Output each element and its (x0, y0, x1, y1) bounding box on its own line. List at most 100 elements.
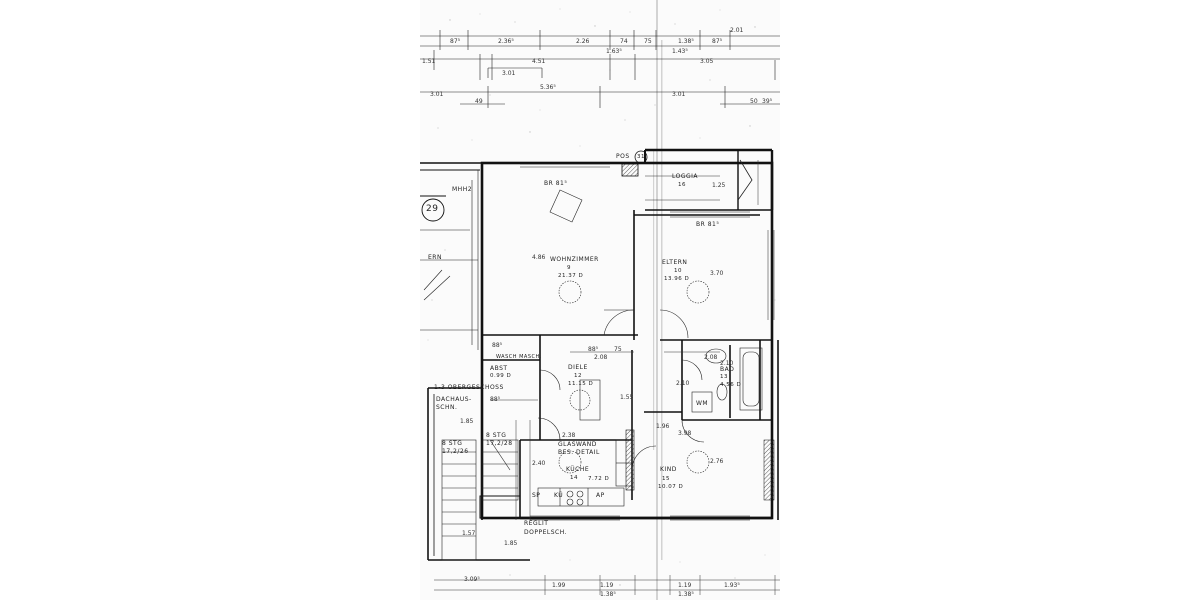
dim-top-3: 2.26 (576, 38, 590, 45)
ern-label: ERN (428, 254, 442, 261)
dim-row2-3: 1.63⁵ (606, 48, 622, 55)
pos-number: 31 (637, 154, 645, 160)
floor-label: 1-3 OBERGESCHOSS (434, 384, 504, 391)
dim-bottom-5: 1.93⁵ (724, 582, 740, 589)
dim-inner-11: 3.70 (710, 270, 724, 277)
dim-row4-1: 49 (475, 98, 483, 105)
dim-top-4: 74 (620, 38, 628, 45)
windows (520, 163, 775, 521)
dim-row2-4: 1.43⁵ (672, 48, 688, 55)
dim-top-small-2: 3.01 (502, 70, 516, 77)
dim-bottom-row2-1: 1.38⁵ (600, 591, 616, 598)
stair-left-ratio: 17,2/26 (442, 448, 469, 455)
floor-plan-sheet: 87⁵ 2.36⁵ 2.26 74 75 1.38⁵ 87⁵ 2.01 1.51… (420, 0, 780, 600)
dim-inner-6: 1.55 (620, 394, 634, 401)
dim-top-7: 87⁵ (712, 38, 723, 45)
room-kueche-label: KÜCHE (566, 466, 590, 473)
stair-left-label: 8 STG (442, 440, 463, 447)
dim-row3-2: 5.36⁵ (540, 84, 556, 91)
dim-bottom-3: 1.19 (600, 582, 614, 589)
interior-walls (481, 210, 772, 520)
stair-right-ratio: 17,2/28 (486, 440, 513, 447)
counter-ap-label: AP (596, 492, 605, 499)
dim-bottom-1: 3.09⁵ (464, 576, 480, 583)
dim-row4-2: 50 (750, 98, 758, 105)
dim-inner-9: 1.57 (462, 530, 476, 537)
dim-bottom-2: 1.99 (552, 582, 566, 589)
room-wohnzimmer-area: 21.37 D (558, 273, 584, 279)
room-bad-number: 13 (720, 374, 728, 380)
br-wohn-label: BR 81⁵ (544, 180, 568, 187)
fixtures (537, 159, 763, 507)
dim-bottom-row2-2: 1.38⁵ (678, 591, 694, 598)
room-loggia-number: 16 (678, 182, 686, 188)
dim-inner-13: 2.76 (710, 458, 724, 465)
dim-inner-3: 2.08 (594, 354, 608, 361)
room-eltern-label: ELTERN (662, 259, 688, 266)
room-bad-label: BAD (720, 366, 735, 373)
room-loggia-label: LOGGIA (672, 173, 699, 180)
dim-inner-19: 88⁵ (492, 342, 503, 349)
staircases (420, 170, 519, 561)
schn-label: SCHN. (436, 404, 458, 411)
dim-top-6: 1.38⁵ (678, 38, 694, 45)
room-wohnzimmer-label: WOHNZIMMER (550, 256, 599, 263)
dim-inner-12: 4.86 (532, 254, 546, 261)
counter-sp-label: SP (532, 492, 541, 499)
pos-marker (634, 150, 648, 164)
dim-inner-14: 2.40 (532, 460, 546, 467)
dim-inner-5: 88⁵ (490, 396, 501, 403)
room-kueche-number: 14 (570, 475, 578, 481)
dim-row3-3: 3.01 (672, 91, 686, 98)
dim-top-2: 2.36⁵ (498, 38, 514, 45)
reglit-label: REGLIT (524, 520, 549, 527)
room-kueche-area: 7.72 D (588, 476, 610, 482)
dim-row2-1: 1.51 (422, 58, 436, 65)
dim-inner-16: 2.10 (720, 360, 734, 367)
dim-inner-15: 1.25 (712, 182, 726, 189)
room-wohnzimmer-number: 9 (567, 265, 571, 271)
room-eltern-number: 10 (674, 268, 682, 274)
axis-marker (420, 195, 446, 222)
room-diele-number: 12 (574, 373, 582, 379)
dim-inner-10: 1.85 (504, 540, 518, 547)
floor-plan-drawing (420, 0, 780, 600)
dim-top-1: 87⁵ (450, 38, 461, 45)
inner-dimension-ticks (434, 160, 780, 595)
glaswand-label: GLASWAND (558, 441, 597, 448)
dim-row2-5: 3.05 (700, 58, 714, 65)
mhh-label: MHH2 (452, 186, 473, 193)
room-bad-area: 4.56 D (720, 382, 742, 388)
dim-inner-7: 2.38 (562, 432, 576, 439)
room-diele-label: DIELE (568, 364, 588, 371)
axis-marker-number: 29 (426, 204, 439, 214)
room-abstell-label: ABST (490, 365, 508, 372)
dim-inner-8: 1.85 (460, 418, 474, 425)
dim-inner-17: 2.10 (676, 380, 690, 387)
top-dimension-chains (420, 30, 780, 108)
dim-bottom-4: 1.19 (678, 582, 692, 589)
counter-ku-label: KÜ (554, 492, 564, 499)
dim-inner-1: 88⁵ (588, 346, 599, 353)
room-kind-area: 10.07 D (658, 484, 684, 490)
scan-noise (427, 8, 776, 586)
dachaus-label: DACHAUS- (436, 396, 472, 403)
dim-top-5: 75 (644, 38, 652, 45)
room-eltern-area: 13.96 D (664, 276, 690, 282)
pos-label: POS (616, 153, 630, 160)
washing-machine-label: WASCH MASCH. (496, 354, 542, 360)
bes-detail-label: BES. DETAIL (558, 449, 600, 456)
wall-hatch (479, 163, 775, 519)
dim-top-small-1: 2.01 (730, 27, 744, 34)
dim-inner-4: 2.08 (704, 354, 718, 361)
room-diele-area: 11.15 D (568, 381, 594, 387)
room-abstell-area: 0.99 D (490, 373, 512, 379)
room-kind-label: KIND (660, 466, 677, 473)
stair-right-label: 8 STG (486, 432, 507, 439)
dim-row2-2: 4.51 (532, 58, 546, 65)
dim-row4-3: 39⁵ (762, 98, 773, 105)
dim-inner-18: 3.98 (678, 430, 692, 437)
fold-stripe (653, 0, 663, 600)
doppelsch-label: DOPPELSCH. (524, 529, 568, 536)
br-eltern-label: BR 81⁵ (696, 221, 720, 228)
